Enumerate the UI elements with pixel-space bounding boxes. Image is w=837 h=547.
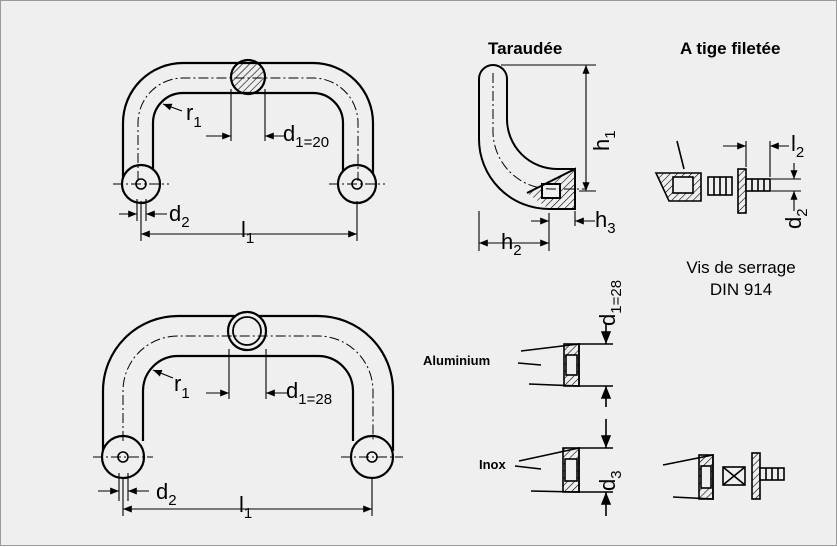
d1-20-label: d1=20 — [283, 121, 329, 151]
label-aluminium: Aluminium — [423, 353, 490, 368]
aluminium-section — [517, 323, 613, 407]
d2-label-threaded: d2 — [781, 208, 811, 229]
d2-label-top: d2 — [169, 201, 190, 231]
centerline-bottom — [93, 335, 403, 458]
d2-label-bottom: d2 — [156, 479, 177, 509]
dimensions-tapped — [478, 64, 596, 251]
tapped-centerlines — [492, 73, 586, 190]
dimensions-top-left — [119, 89, 358, 241]
threaded-stud-detail — [654, 140, 771, 214]
heading-tapped: Taraudée — [488, 39, 562, 58]
d1-28-label-vertical: d1=28 — [595, 280, 625, 326]
h2-label: h2 — [501, 229, 522, 259]
centerline-top — [113, 77, 385, 185]
inox-section — [514, 419, 613, 516]
h1-label: h1 — [589, 130, 619, 151]
threaded-inox-detail — [662, 452, 785, 500]
d1-28-label-bottom: d1=28 — [286, 378, 332, 408]
r1-label-top: r1 — [186, 100, 202, 131]
r1-label-bottom: r1 — [174, 371, 190, 402]
screw-caption-line1: Vis de serrage — [686, 258, 795, 277]
l1-label-bottom: l1 — [239, 492, 252, 522]
l1-label-top: l1 — [241, 217, 254, 247]
label-inox: Inox — [479, 457, 506, 472]
h3-label: h3 — [595, 207, 616, 237]
heading-threaded: A tige filetée — [680, 39, 780, 58]
l2-label: l2 — [791, 131, 804, 161]
handle-top-view-d28 — [100, 310, 395, 480]
handle-top-view-d20 — [120, 58, 378, 205]
dimensions-bottom-left — [98, 349, 373, 516]
d3-label: d3 — [595, 470, 625, 491]
tapped-end-section — [478, 64, 576, 210]
dimensions-threaded — [723, 141, 801, 211]
screw-caption-line2: DIN 914 — [710, 280, 772, 299]
